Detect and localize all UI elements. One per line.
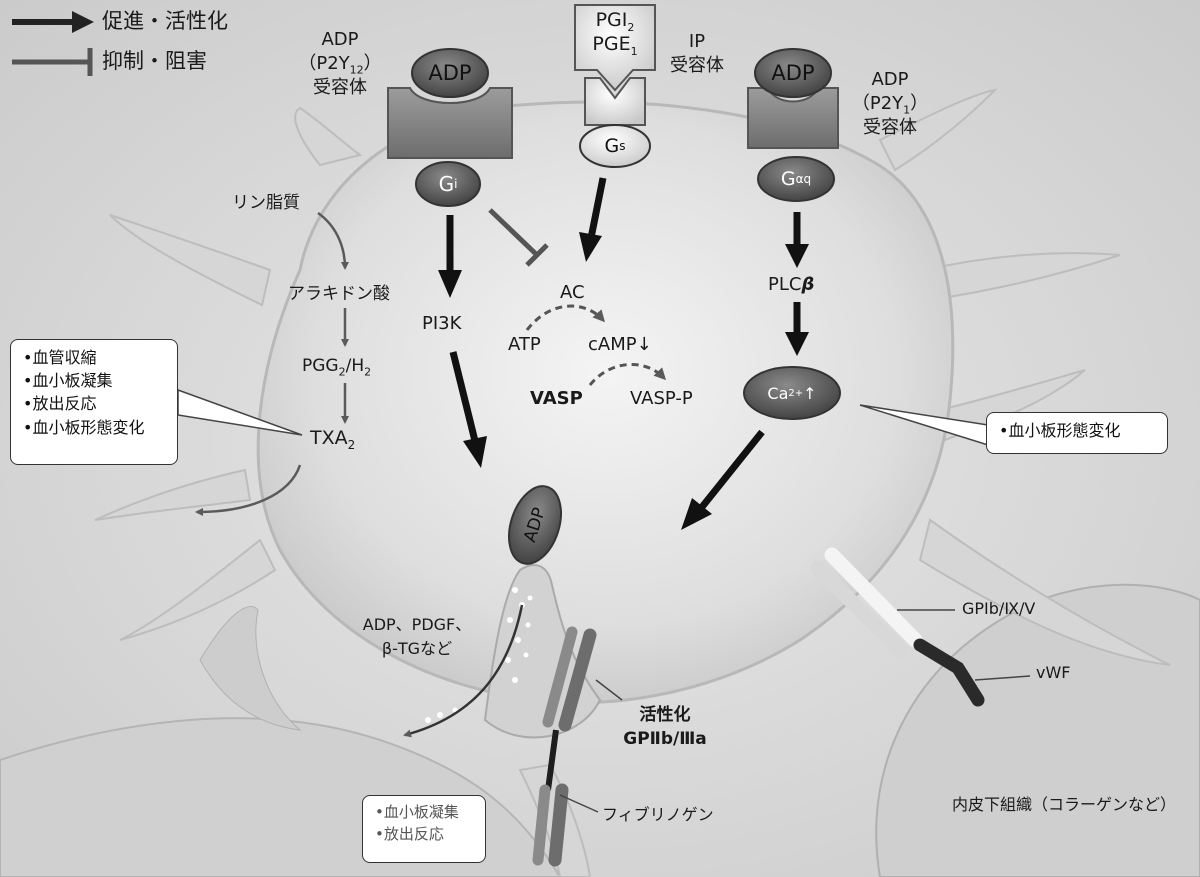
pi3k-label: PI3K [422, 313, 462, 334]
subendothelium-label: 内皮下組織（コラーゲンなど） [952, 795, 1177, 814]
adp-granule-oval [508, 485, 562, 565]
integrin-graphic [532, 626, 623, 867]
effect-item: •放出反応 [375, 824, 444, 843]
ac-label: AC [560, 282, 585, 303]
release-line2: β-TGなど [381, 639, 453, 658]
ip-receptor-graphic [574, 4, 656, 168]
effects-box-left: •血管収縮 •血小板凝集 •放出反応 •血小板形態変化 [10, 339, 178, 465]
ip-name-line2: 受容体 [670, 55, 724, 76]
effect-item: •血小板形態変化 [23, 417, 145, 437]
p2y1-receptor-graphic [747, 48, 839, 202]
plc-beta-label: PLCβ [768, 274, 815, 295]
legend-promote-label: 促進・活性化 [102, 9, 228, 33]
vasp-label: VASP [530, 388, 583, 409]
gpib-vwf-graphic [810, 547, 1031, 707]
activated-label: 活性化 [639, 705, 691, 725]
effects-box-bottom: •血小板凝集 •放出反応 [362, 795, 486, 863]
pathway-arrows [438, 177, 809, 530]
p2y1-ligand-label: ADP [771, 61, 815, 85]
arachidonic-acid-label: アラキドン酸 [288, 284, 390, 304]
effect-item: •血小板凝集 [375, 803, 459, 821]
platelet-body [256, 100, 955, 704]
neighbor-pseudopod [199, 606, 302, 731]
p2y12-name-line3: 受容体 [313, 77, 367, 98]
effects-box-right: •血小板形態変化 [986, 412, 1168, 454]
fibrinogen-label: フィブリノゲン [602, 805, 714, 824]
effect-item: •血管収縮 [23, 348, 97, 367]
legend-inhibit-label: 抑制・阻害 [102, 49, 207, 73]
inhibition-gi-ac [488, 208, 549, 267]
callout-pointers [177, 388, 989, 447]
vwf-label: vWF [1036, 663, 1071, 682]
effect-item: •血小板形態変化 [999, 421, 1121, 440]
gpiib-iiia-label: GPⅡb/Ⅲa [623, 729, 707, 749]
gpib-ix-v-label: GPⅠb/Ⅸ/Ⅴ [962, 599, 1036, 618]
ip-ligand-line1: PGI2 [595, 9, 635, 34]
ip-ligand-line2: PGE1 [592, 33, 638, 58]
conversion-arrows [525, 304, 667, 386]
platelet-pseudopods [94, 88, 1171, 877]
release-granules [425, 587, 533, 723]
effect-item: •血小板凝集 [23, 371, 113, 391]
atp-label: ATP [508, 334, 541, 355]
release-line1: ADP、PDGF、 [362, 615, 472, 634]
p2y12-name-line2: （P2Y12） [298, 53, 382, 77]
p2y1-name-line3: 受容体 [863, 117, 917, 138]
pgg2-h2-label: PGG2/H2 [302, 356, 372, 379]
calcium-oval [743, 366, 841, 420]
p2y1-name-line2: （P2Y1） [851, 93, 929, 117]
camp-label: cAMP↓ [588, 334, 652, 355]
legend-graphics [12, 11, 94, 76]
txa2-pathway-arrows [195, 211, 524, 738]
p2y12-name-line1: ADP [321, 29, 359, 50]
effect-item: •放出反応 [23, 394, 97, 414]
p2y12-ligand-label: ADP [428, 61, 472, 85]
ip-name-line1: IP [688, 31, 706, 52]
phospholipid-label: リン脂質 [232, 193, 300, 213]
vasp-p-label: VASP-P [630, 388, 693, 409]
txa2-label: TXA2 [310, 427, 356, 452]
p2y12-receptor-graphic [387, 48, 513, 207]
p2y1-name-line1: ADP [871, 69, 909, 90]
